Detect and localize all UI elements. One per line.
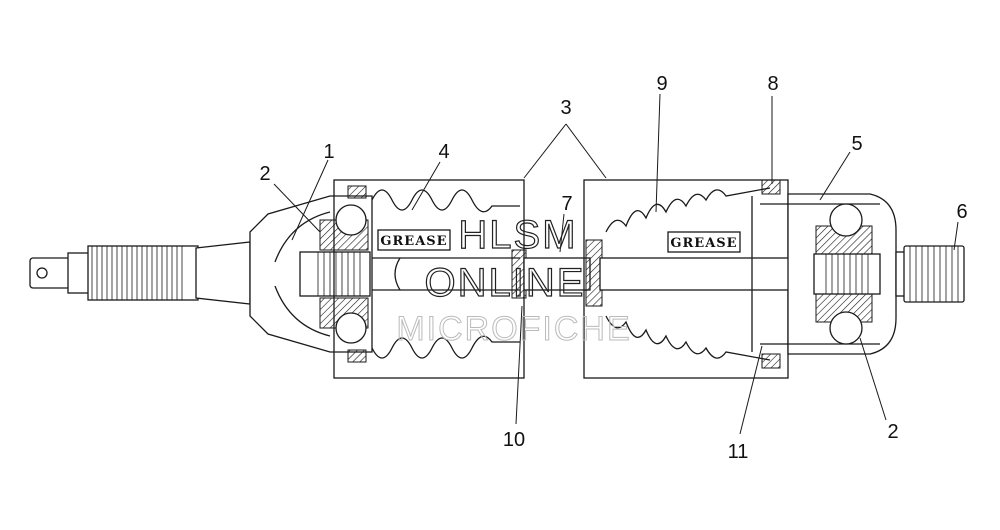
right-cv-housing	[760, 193, 897, 355]
grease-label-left: GREASE	[380, 234, 447, 249]
right-boot-section: GREASE	[583, 179, 791, 379]
callout-10: 10	[503, 429, 525, 451]
callout-8: 8	[767, 73, 778, 95]
watermark-line-3: MICROFICHE	[396, 310, 631, 348]
watermark-line-2: ONLINE	[425, 261, 586, 305]
callout-7: 7	[561, 193, 572, 215]
callout-5: 5	[851, 133, 862, 155]
callout-3: 3	[560, 97, 571, 119]
callout-4: 4	[438, 141, 449, 163]
watermark-line-1: HLSM	[458, 213, 577, 257]
leader-lines	[273, 93, 959, 435]
callout-2-left: 2	[259, 163, 270, 185]
callout-2-right: 2	[887, 421, 898, 443]
right-stub-shaft	[895, 245, 965, 303]
callout-6: 6	[956, 201, 967, 223]
callout-1: 1	[323, 141, 334, 163]
grease-label-right: GREASE	[670, 236, 737, 251]
callout-9: 9	[656, 73, 667, 95]
intermediate-shaft	[523, 239, 603, 307]
callout-11: 11	[728, 441, 749, 463]
left-stub-shaft	[29, 241, 251, 305]
left-cv-housing	[249, 195, 373, 353]
